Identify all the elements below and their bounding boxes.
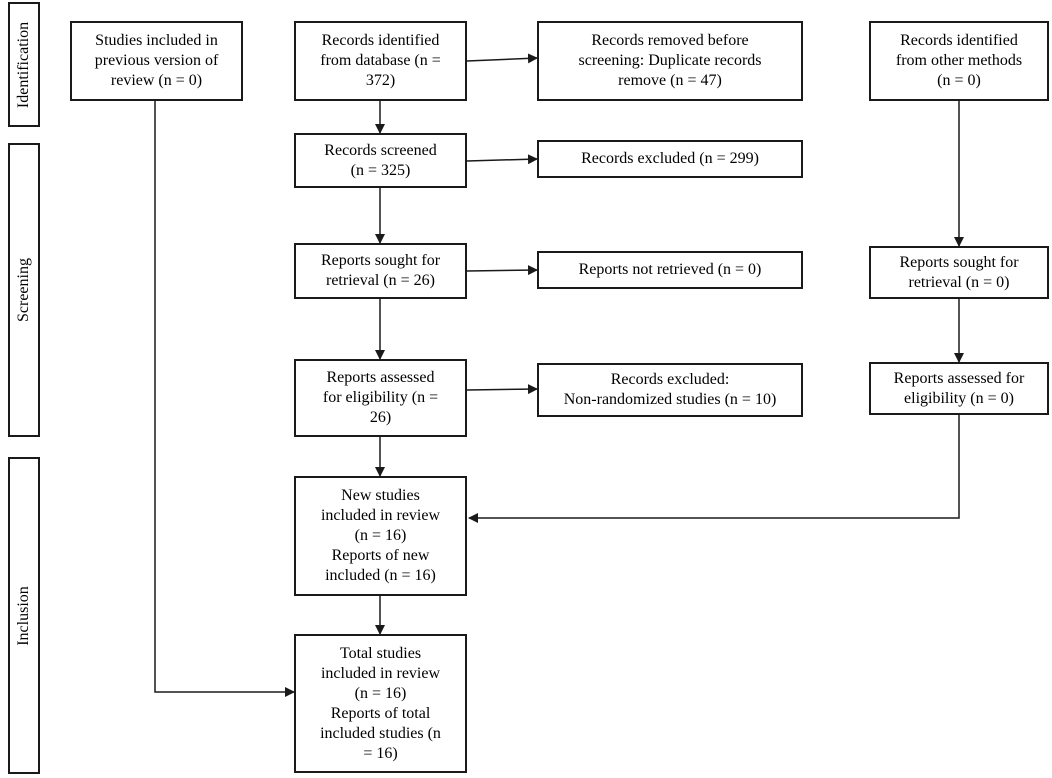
records-excluded-box: Records excluded (n = 299) <box>537 140 803 178</box>
total-studies-box: Total studies included in review (n = 16… <box>294 634 467 773</box>
new-studies-text: New studies included in review (n = 16) … <box>320 487 441 584</box>
phase-inclusion: Inclusion <box>8 457 40 774</box>
records-screened-text: Records screened (n = 325) <box>324 141 437 179</box>
reports-assessed-other-text: Reports assessed for eligibility (n = 0) <box>893 369 1025 407</box>
records-removed-box: Records removed before screening: Duplic… <box>537 21 803 101</box>
records-database-box: Records identified from database (n = 37… <box>294 21 467 101</box>
records-other-box: Records identified from other methods (n… <box>869 21 1049 101</box>
reports-assessed-other-box: Reports assessed for eligibility (n = 0) <box>869 362 1049 415</box>
phase-identification: Identification <box>8 2 40 127</box>
reports-not-retrieved-box: Reports not retrieved (n = 0) <box>537 251 803 289</box>
records-excluded-nonrandom-box: Records excluded: Non-randomized studies… <box>537 363 803 417</box>
reports-assessed-box: Reports assessed for eligibility (n = 26… <box>294 359 467 437</box>
arrow-previous-to-total <box>154 101 295 697</box>
arrow-sought-to-not-retrieved <box>466 265 538 276</box>
reports-sought-other-text: Reports sought for retrieval (n = 0) <box>899 253 1019 291</box>
reports-assessed-text: Reports assessed for eligibility (n = 26… <box>322 369 439 426</box>
records-screened-box: Records screened (n = 325) <box>294 133 467 188</box>
records-excluded-text: Records excluded (n = 299) <box>581 150 759 167</box>
records-excluded-nonrandom-text: Records excluded: Non-randomized studies… <box>563 371 777 408</box>
phase-screening: Screening <box>8 143 40 437</box>
records-database-text: Records identified from database (n = 37… <box>320 32 441 89</box>
arrow-assessed-to-nonrandom <box>466 384 538 395</box>
arrow-assessed-other-to-new <box>468 415 960 523</box>
previous-studies-text: Studies included in previous version of … <box>94 32 219 89</box>
records-removed-text: Records removed before screening: Duplic… <box>578 32 762 89</box>
reports-sought-other-box: Reports sought for retrieval (n = 0) <box>869 246 1049 299</box>
arrow-database-to-removed <box>466 53 538 64</box>
records-other-text: Records identified from other methods (n… <box>895 32 1023 89</box>
reports-sought-text: Reports sought for retrieval (n = 26) <box>320 252 441 289</box>
reports-sought-box: Reports sought for retrieval (n = 26) <box>294 243 467 299</box>
previous-studies-box: Studies included in previous version of … <box>70 21 243 101</box>
new-studies-box: New studies included in review (n = 16) … <box>294 476 467 596</box>
reports-not-retrieved-text: Reports not retrieved (n = 0) <box>578 261 762 278</box>
arrow-screened-to-excluded <box>466 154 538 165</box>
total-studies-text: Total studies included in review (n = 16… <box>320 644 441 762</box>
